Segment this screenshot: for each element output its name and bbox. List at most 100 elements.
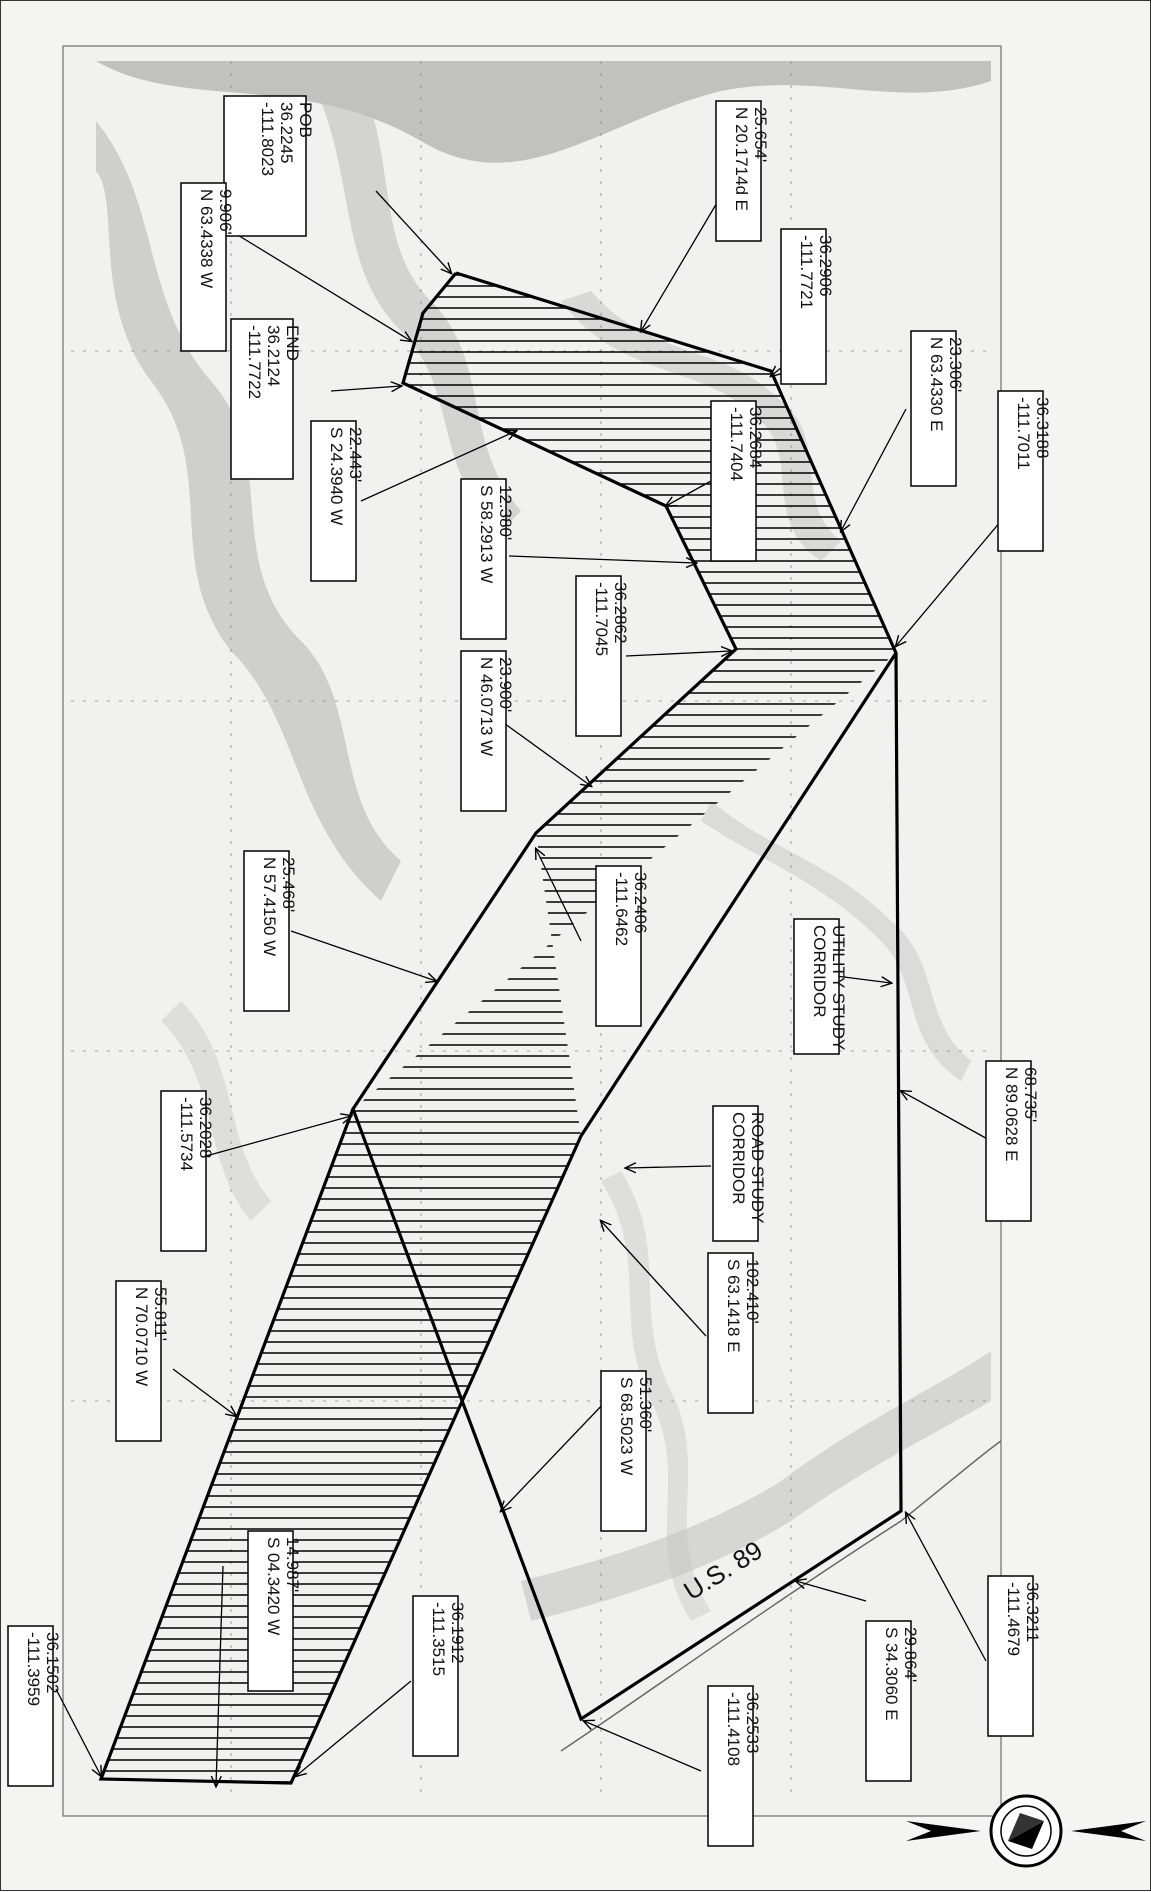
- callout-c-68-735: 68.735'N 89.0628 E: [985, 1060, 1040, 1222]
- callout-c-25-468: 25.468'N 57.4150 W: [243, 850, 298, 1012]
- callout-box: [712, 1105, 759, 1242]
- callout-line: S 58.2913 W: [477, 485, 496, 583]
- callout-box: [997, 390, 1044, 552]
- callout-line: END: [283, 325, 302, 361]
- callout-box: [180, 182, 227, 352]
- callout-c-36-1502: 36.1502-111.3959: [7, 1625, 62, 1787]
- callout-line: N 70.0710 W: [132, 1287, 151, 1386]
- callout-line: -111.5734: [177, 1097, 196, 1171]
- callout-line: S 63.1418 E: [724, 1259, 743, 1353]
- callout-line: -111.7045: [592, 582, 611, 656]
- callout-line: -111.7722: [245, 325, 264, 399]
- callout-box: [247, 1530, 294, 1692]
- callout-box: [310, 420, 357, 582]
- callout-box: [7, 1625, 54, 1787]
- callout-line: 23.900': [496, 657, 515, 712]
- callout-c-9-906: 9.906'N 63.4338 W: [180, 182, 235, 352]
- callout-line: -111.8023: [258, 102, 277, 176]
- corridor-hatching: [101, 273, 896, 1783]
- callout-line: 36.2862: [611, 582, 630, 643]
- callout-line: -111.3515: [429, 1602, 448, 1676]
- callout-box: [865, 1620, 912, 1782]
- callout-line: 25.468': [279, 857, 298, 912]
- callout-c-25-654: 25.654'N 20.1714d E: [715, 100, 770, 242]
- callout-line: CORRIDOR: [810, 925, 829, 1018]
- callout-line: N 89.0628 E: [1002, 1067, 1021, 1162]
- callout-line: -111.4108: [724, 1692, 743, 1766]
- callout-line: 36.1502: [43, 1632, 62, 1693]
- callout-line: S 68.5023 W: [617, 1377, 636, 1475]
- callout-box: [780, 228, 827, 385]
- callout-line: 36.2906: [816, 235, 835, 296]
- callout-line: ROAD STUDY: [748, 1112, 767, 1223]
- callout-c-36-2533: 36.2533-111.4108: [707, 1685, 762, 1847]
- callout-c-36-2862: 36.2862-111.7045: [575, 575, 630, 737]
- leader-lines: [55, 190, 1002, 1786]
- callout-box: [715, 100, 762, 242]
- callout-box: [910, 330, 957, 487]
- callout-box: [412, 1595, 459, 1757]
- callout-line: 36.1912: [448, 1602, 467, 1663]
- callout-line: N 46.0713 W: [477, 657, 496, 756]
- callout-c-55-811: 55.811'N 70.0710 W: [115, 1280, 170, 1442]
- callout-line: UTILITY STUDY: [829, 925, 848, 1050]
- callout-line: N 57.4150 W: [260, 857, 279, 956]
- survey-boundary: [98, 271, 903, 1785]
- callout-line: 36.2406: [631, 872, 650, 933]
- callout-c-12-380: 12.380'S 58.2913 W: [460, 478, 515, 640]
- callout-box: [707, 1252, 754, 1414]
- callout-line: 22.443': [346, 427, 365, 482]
- callout-c-23-306: 23.306'N 63.4330 E: [910, 330, 965, 487]
- callout-box: [460, 478, 507, 640]
- callout-box: [243, 850, 290, 1012]
- callout-box: [710, 400, 757, 562]
- callout-box: [223, 95, 307, 237]
- callout-line: 68.735': [1021, 1067, 1040, 1122]
- callout-line: 36.2028: [196, 1097, 215, 1158]
- callout-line: 23.306': [946, 337, 965, 392]
- callout-box: [600, 1370, 647, 1532]
- callout-line: 36.2124: [264, 325, 283, 386]
- callout-c-22-443: 22.443'S 24.3940 W: [310, 420, 365, 582]
- callout-line: 14.987': [283, 1537, 302, 1592]
- callout-line: -111.3959: [24, 1632, 43, 1706]
- callout-c-51-360: 51.360'S 68.5023 W: [600, 1370, 655, 1532]
- callout-line: 36.3211: [1023, 1582, 1042, 1642]
- callout-c-36-2028: 36.2028-111.5734: [160, 1090, 215, 1252]
- callout-c-36-2406: 36.2406-111.6462: [595, 865, 650, 1027]
- callout-line: S 24.3940 W: [327, 427, 346, 525]
- callout-c-36-3188: 36.3188-111.7011: [997, 390, 1052, 552]
- callout-box: [115, 1280, 162, 1442]
- callout-box: [595, 865, 642, 1027]
- callout-line: -111.7011: [1014, 397, 1033, 470]
- callout-box: [575, 575, 622, 737]
- callout-c-36-1912: 36.1912-111.3515: [412, 1595, 467, 1757]
- callout-line: 25.654': [751, 107, 770, 162]
- callout-box: [987, 1575, 1034, 1737]
- callout-line: 36.2245: [277, 102, 296, 163]
- callout-box: [460, 650, 507, 812]
- callout-line: CORRIDOR: [729, 1112, 748, 1205]
- callout-line: N 63.4330 E: [927, 337, 946, 432]
- callout-c-102-410: 102.410'S 63.1418 E: [707, 1252, 762, 1414]
- callout-line: 36.2533: [743, 1692, 762, 1753]
- callout-c-23-900: 23.900'N 46.0713 W: [460, 650, 515, 812]
- callout-line: 9.906': [216, 189, 235, 235]
- callout-line: -111.6462: [612, 872, 631, 946]
- callout-line: 51.360': [636, 1377, 655, 1432]
- callout-line: POB: [296, 102, 315, 138]
- north-arrow-icon: [906, 1794, 1146, 1868]
- callout-box: [793, 918, 840, 1055]
- callout-line: 12.380': [496, 485, 515, 540]
- callout-line: 36.2684: [746, 407, 765, 468]
- callout-line: 55.811': [151, 1287, 170, 1341]
- callout-line: 102.410': [743, 1259, 762, 1324]
- callout-line: 36.3188: [1033, 397, 1052, 458]
